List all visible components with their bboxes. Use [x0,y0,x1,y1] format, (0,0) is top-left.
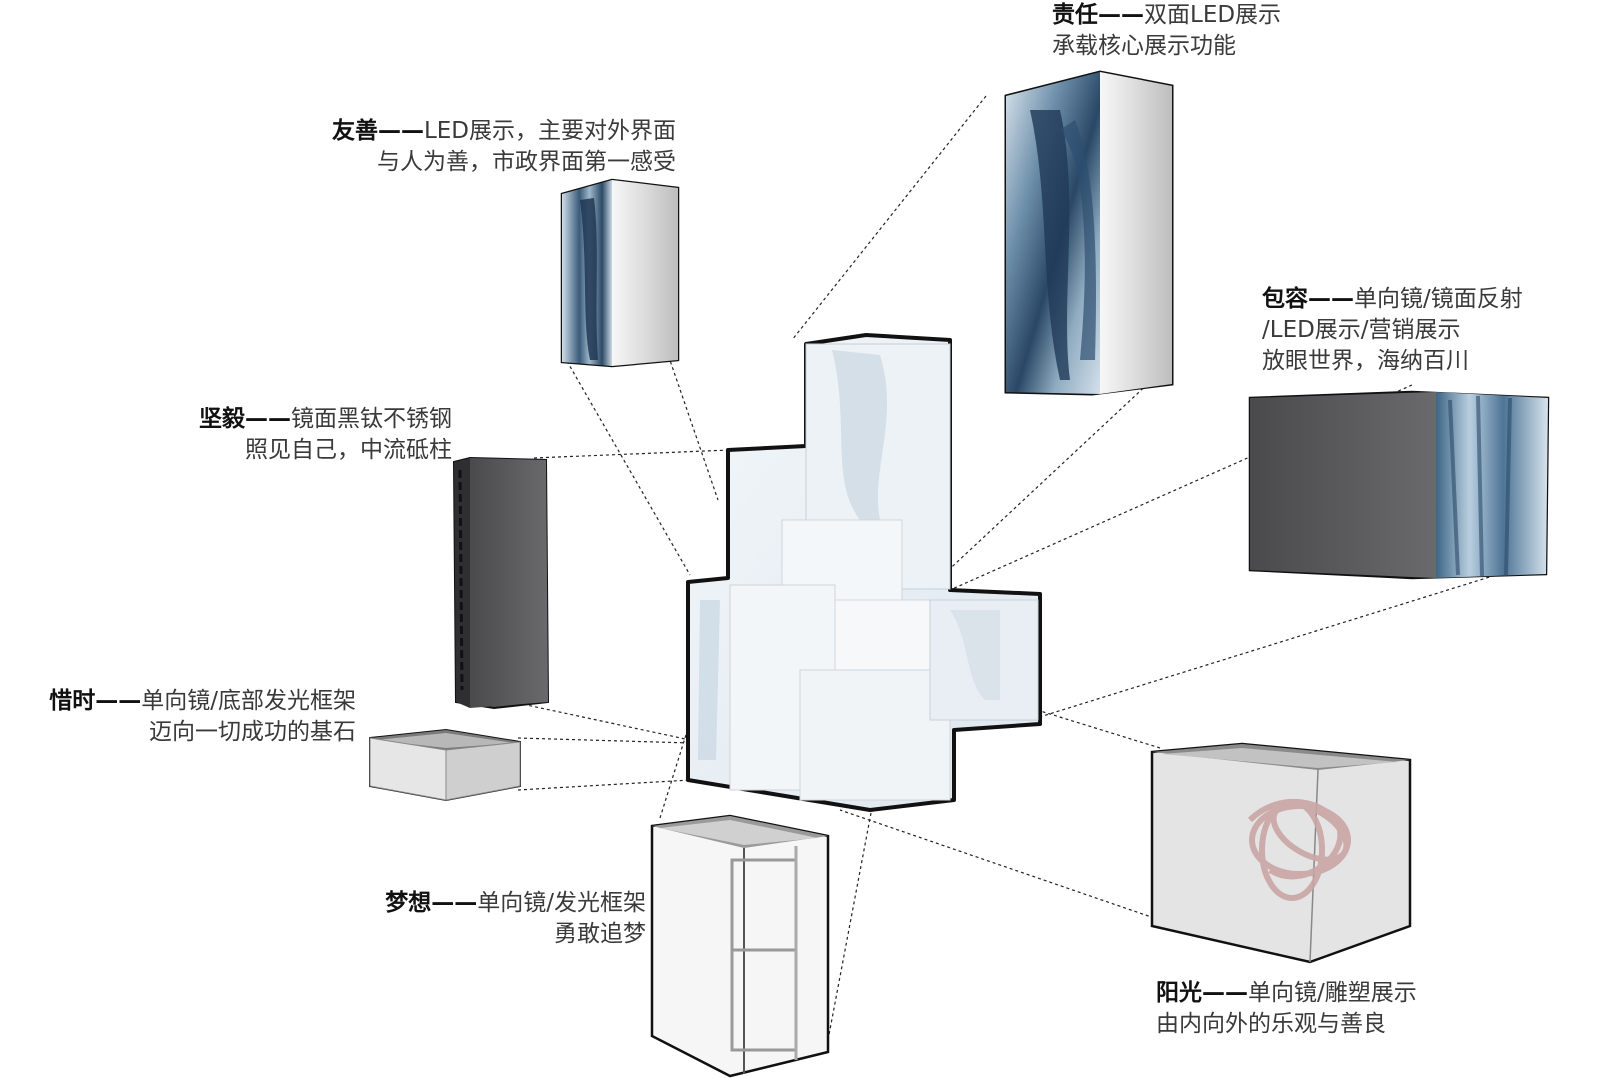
label-xishi-line2: 迈向一切成功的基石 [149,719,356,745]
label-youshan: 友善——LED展示，主要对外界面 与人为善，市政界面第一感受 [250,116,676,178]
label-mengxiang-line1: 单向镜/发光框架 [477,890,646,916]
label-zeren-line2: 承载核心展示功能 [1052,33,1236,59]
label-jianyi: 坚毅——镜面黑钛不锈钢 照见自己，中流砥柱 [120,404,452,466]
label-baorong-dash: —— [1308,286,1354,312]
label-yangguang-line1: 单向镜/雕塑展示 [1248,980,1417,1006]
label-youshan-dash: —— [377,118,424,144]
label-youshan-title: 友善 [331,118,378,144]
label-jianyi-line2: 照见自己，中流砥柱 [245,437,452,463]
label-baorong-title: 包容 [1262,286,1308,312]
label-xishi-dash: —— [95,688,142,714]
xishi-base-box [369,728,521,802]
youshan-led-box [560,178,680,368]
label-mengxiang-line2: 勇敢追梦 [554,921,646,947]
baorong-box [1248,390,1550,580]
label-xishi: 惜时——单向镜/底部发光框架 迈向一切成功的基石 [0,686,356,748]
label-jianyi-line1: 镜面黑钛不锈钢 [291,406,452,432]
label-yangguang-line2: 由内向外的乐观与善良 [1156,1011,1386,1037]
label-baorong-line2: /LED展示/营销展示 [1262,317,1461,343]
label-zeren-title: 责任 [1052,2,1098,28]
yangguang-sculpture-box [1150,742,1412,964]
label-yangguang-dash: —— [1202,980,1248,1006]
label-yangguang-title: 阳光 [1156,980,1202,1006]
label-zeren-dash: —— [1098,2,1144,28]
label-xishi-line1: 单向镜/底部发光框架 [141,688,356,714]
central-building [686,333,1042,812]
label-baorong-line3: 放眼世界，海纳百川 [1262,348,1469,374]
label-jianyi-title: 坚毅 [199,406,245,432]
mengxiang-frame-box [650,814,830,1078]
label-youshan-line1: LED展示，主要对外界面 [423,118,676,144]
label-xishi-title: 惜时 [49,688,96,714]
label-mengxiang: 梦想——单向镜/发光框架 勇敢追梦 [300,888,646,950]
label-zeren-line1: 双面LED展示 [1144,2,1282,28]
zeren-led-box [1004,70,1174,396]
jianyi-column [452,456,550,710]
label-youshan-line2: 与人为善，市政界面第一感受 [377,149,676,175]
sculpture-knot [1247,798,1351,901]
label-mengxiang-dash: —— [431,890,478,916]
label-yangguang: 阳光——单向镜/雕塑展示 由内向外的乐观与善良 [1156,978,1417,1040]
label-baorong-line1: 单向镜/镜面反射 [1354,286,1523,312]
label-baorong: 包容——单向镜/镜面反射 /LED展示/营销展示 放眼世界，海纳百川 [1262,284,1523,377]
label-mengxiang-title: 梦想 [385,890,432,916]
label-zeren: 责任——双面LED展示 承载核心展示功能 [1052,0,1281,62]
label-jianyi-dash: —— [245,406,291,432]
